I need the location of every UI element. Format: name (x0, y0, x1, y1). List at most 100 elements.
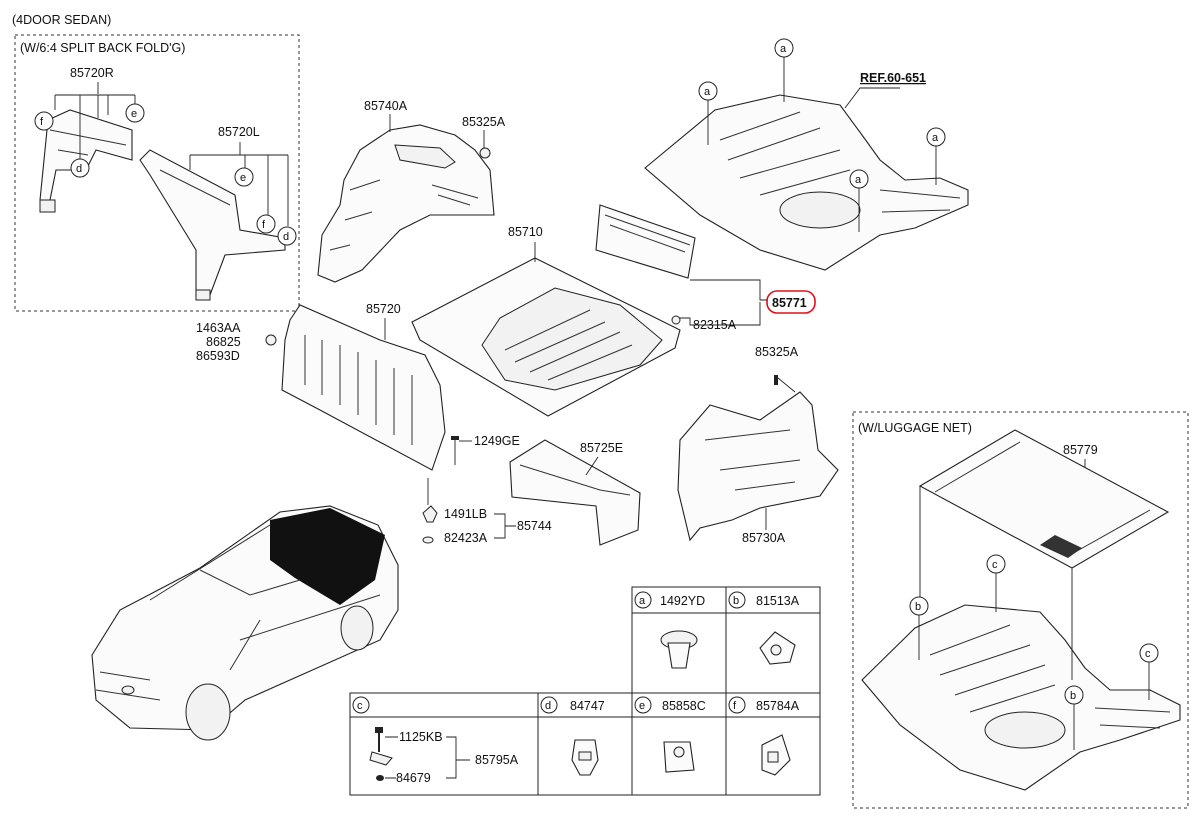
label-85730A: 85730A (742, 531, 786, 545)
legend-c-bolt-icon (369, 727, 393, 781)
legend-a-part: 1492YD (660, 594, 705, 608)
rear-window-filled (270, 508, 385, 605)
label-85720L: 85720L (218, 125, 260, 139)
trim-85720L-part (139, 149, 286, 301)
callout-c-net-right: c (1139, 643, 1159, 663)
label-85720R: 85720R (70, 66, 114, 80)
legend-f-head: f (728, 696, 746, 714)
svg-text:b: b (915, 601, 921, 613)
label-1249GE: 1249GE (474, 434, 520, 448)
svg-text:f: f (733, 700, 737, 712)
legend-f-clip-icon (761, 734, 791, 776)
clip-85325A-mid (774, 375, 778, 385)
label-85744: 85744 (517, 519, 552, 533)
luggage-net-box-title: (W/LUGGAGE NET) (858, 421, 972, 435)
legend-d-clip-icon (571, 739, 599, 776)
svg-text:e: e (240, 172, 246, 184)
svg-text:d: d (76, 163, 82, 175)
label-85779: 85779 (1063, 443, 1098, 457)
washer-82423A (422, 536, 434, 544)
svg-text:e: e (131, 108, 137, 120)
legend-c-bottom-part: 84679 (396, 771, 431, 785)
legend-c-head: c (352, 696, 370, 714)
grommet-1463AA (265, 334, 277, 346)
split-fold-box (14, 34, 300, 312)
callout-b-net-right: b (1064, 685, 1084, 705)
label-82315A: 82315A (693, 318, 737, 332)
sedan-car-illustration (91, 505, 399, 741)
label-1491LB: 1491LB (444, 507, 487, 521)
label-86593D: 86593D (196, 349, 240, 363)
trim-85720-part (281, 304, 446, 471)
svg-text:a: a (780, 43, 787, 55)
callout-b-net-left: b (909, 596, 929, 616)
legend-b-clip-icon (759, 631, 796, 665)
clip-1491LB (422, 505, 438, 523)
svg-text:f: f (262, 219, 266, 231)
floor-pan-top-part (644, 94, 969, 271)
sill-85771-part (595, 204, 696, 279)
clip-82315A (671, 315, 681, 325)
callout-a-left: a (698, 81, 718, 101)
legend-b-part: 81513A (756, 594, 800, 608)
screw-1249GE (451, 436, 459, 440)
callout-a-right: a (926, 127, 946, 147)
legend-e-part: 85858C (662, 699, 706, 713)
floor-pan-net-part (861, 604, 1181, 791)
callout-a-top: a (774, 38, 794, 58)
legend-e-clip-icon (663, 741, 695, 773)
trim-85720R-part (39, 109, 133, 213)
label-86825: 86825 (206, 335, 241, 349)
legend-c-top-part: 1125KB (399, 730, 443, 744)
label-85325A-top: 85325A (462, 115, 506, 129)
callout-e-left: e (125, 103, 145, 123)
clip-85325A-top (479, 147, 491, 159)
svg-text:b: b (1070, 690, 1076, 702)
mat-85710-part (411, 257, 681, 417)
legend-d-part: 84747 (570, 699, 605, 713)
tray-85725E-part (509, 439, 641, 546)
label-1463AA: 1463AA (196, 321, 241, 335)
svg-text:c: c (1145, 648, 1151, 660)
svg-text:c: c (992, 559, 998, 571)
callout-f-left: f (34, 111, 54, 131)
legend-b-head: b (728, 591, 746, 609)
split-fold-box-title: (W/6:4 SPLIT BACK FOLD'G) (20, 41, 185, 55)
label-85740A: 85740A (364, 99, 408, 113)
label-85720: 85720 (366, 302, 401, 316)
legend-c-group-part: 85795A (475, 753, 519, 767)
trim-85740A-part (317, 124, 495, 283)
label-85771[interactable]: 85771 (772, 296, 807, 310)
svg-text:a: a (639, 595, 646, 607)
callout-a-center: a (849, 169, 869, 189)
luggage-net-85779-part (918, 429, 1170, 569)
legend-d-head: d (540, 696, 558, 714)
callout-c-net-left: c (986, 554, 1006, 574)
svg-text:a: a (932, 132, 939, 144)
legend-f-part: 85784A (756, 699, 800, 713)
trim-85730A-part (677, 391, 839, 542)
label-85725E: 85725E (580, 441, 623, 455)
label-82423A: 82423A (444, 531, 488, 545)
legend-a-head: a (634, 591, 652, 609)
svg-text:e: e (639, 700, 645, 712)
label-85325A-mid: 85325A (755, 345, 799, 359)
legend-a-clip-icon (660, 630, 698, 669)
callout-f-right: f (256, 214, 276, 234)
callout-d-left: d (70, 158, 90, 178)
legend-e-head: e (634, 696, 652, 714)
svg-text:d: d (283, 231, 289, 243)
label-85710: 85710 (508, 225, 543, 239)
svg-text:c: c (357, 700, 363, 712)
svg-text:a: a (855, 174, 862, 186)
callout-e-right: e (234, 167, 254, 187)
body-type-label: (4DOOR SEDAN) (12, 13, 111, 27)
highlight-85771-frame (766, 290, 816, 314)
svg-text:f: f (40, 116, 44, 128)
svg-text:d: d (545, 700, 551, 712)
svg-text:a: a (704, 86, 711, 98)
svg-text:b: b (733, 595, 739, 607)
callout-d-right: d (277, 226, 297, 246)
ref-label: REF.60-651 (860, 71, 926, 85)
